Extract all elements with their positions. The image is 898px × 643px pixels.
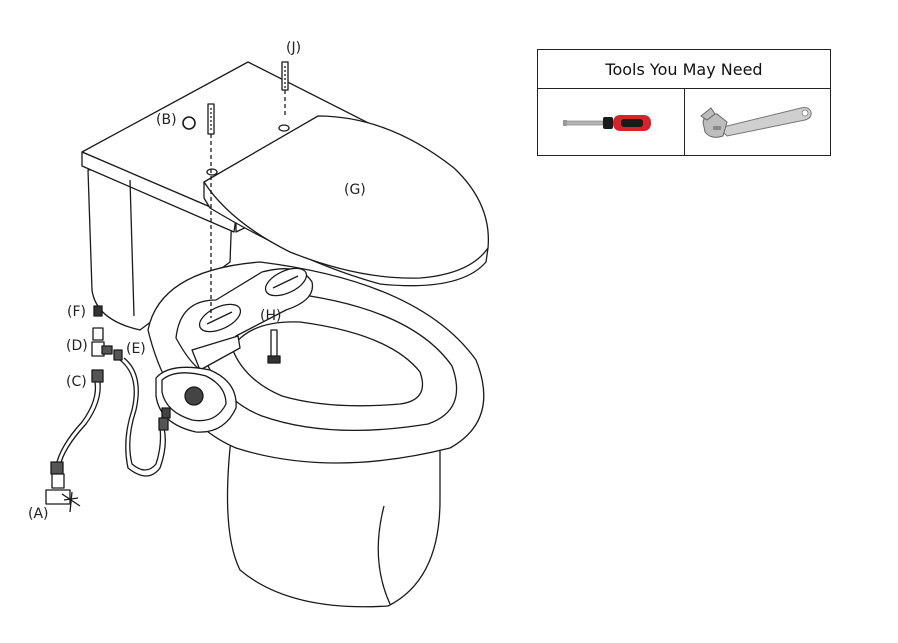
label-h: (H): [260, 308, 281, 324]
bolt-socket: [278, 124, 290, 132]
tools-title: Tools You May Need: [538, 50, 830, 89]
label-e: (E): [126, 341, 146, 357]
bolt-j: [281, 61, 289, 91]
adjustable-wrench-icon: [700, 106, 812, 138]
hose-connector-e: [113, 349, 123, 361]
screwdriver-icon: [562, 114, 651, 131]
label-b: (B): [156, 112, 177, 128]
supply-hose: [55, 381, 101, 467]
tools-row: [538, 89, 830, 156]
bidet-hose: [119, 357, 166, 477]
tool-cell-wrench: [683, 89, 831, 156]
label-d: (D): [66, 338, 88, 354]
tool-cell-screwdriver: [538, 89, 684, 156]
label-j: (J): [286, 40, 301, 56]
hose-end-fitting: [50, 461, 64, 475]
label-a: (A): [28, 506, 49, 522]
label-f: (F): [67, 304, 86, 320]
bolt-socket: [206, 168, 218, 176]
alignment-guides: [210, 90, 286, 318]
tools-table: Tools You May Need: [537, 49, 831, 156]
bidet-attachment: [155, 267, 314, 433]
toilet-seat-lid: [203, 115, 490, 287]
label-c: (C): [66, 374, 87, 390]
fill-valve-f: [93, 305, 103, 317]
washer-b: [182, 116, 196, 130]
bolt: [207, 103, 215, 135]
label-g: (G): [344, 182, 366, 198]
hose-end-fitting: [158, 417, 169, 431]
t-adapter-d: [91, 327, 113, 357]
hose-nut-c: [91, 369, 104, 383]
shutoff-valve-a: [45, 473, 81, 513]
